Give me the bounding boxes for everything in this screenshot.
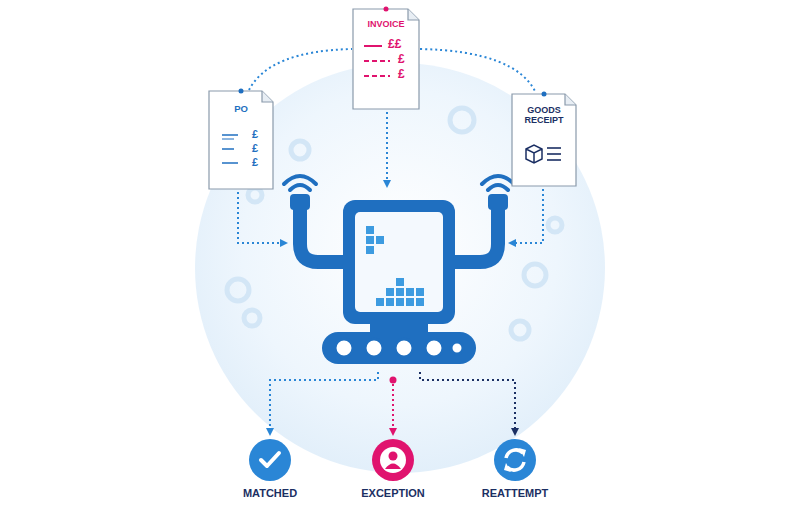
node-title: PO	[208, 104, 274, 114]
text-line	[547, 147, 561, 149]
document-outline	[209, 91, 273, 189]
invoice-document: INVOICE££££	[352, 8, 420, 110]
text-line	[222, 134, 238, 136]
conveyor-base	[370, 324, 428, 332]
amount-symbol: £	[248, 156, 262, 168]
person-body	[385, 464, 401, 470]
robot-screen	[355, 212, 443, 312]
text-line	[547, 159, 561, 161]
outcome-circle	[249, 439, 291, 481]
text-line	[364, 60, 390, 62]
text-line	[547, 153, 561, 155]
exception-dot	[390, 377, 397, 384]
exception-outcome: EXCEPTION	[343, 438, 443, 502]
sync-head	[519, 448, 526, 457]
wifi-signals	[284, 176, 514, 190]
reattempt-outcome: REATTEMPT	[465, 438, 565, 502]
robot-screen-frame	[343, 200, 455, 324]
sync-head	[504, 463, 511, 472]
output-arrows	[270, 372, 515, 434]
outcome-circle	[372, 439, 414, 481]
conveyor-wheels	[335, 339, 463, 357]
sync-arc	[507, 462, 524, 470]
person-head	[389, 452, 398, 461]
check-icon	[261, 453, 279, 466]
sync-arc	[506, 450, 523, 458]
goods-receipt-document: GOODS RECEIPT	[511, 93, 577, 187]
folded-corner	[408, 9, 419, 20]
text-line	[364, 45, 382, 47]
folded-corner	[565, 94, 576, 105]
matched-outcome: MATCHED	[220, 438, 320, 502]
dotted-connector	[249, 49, 352, 90]
text-line	[222, 139, 234, 140]
text-line	[222, 162, 238, 164]
document-outline	[512, 94, 576, 186]
node-title: GOODS RECEIPT	[515, 106, 573, 126]
node-title: INVOICE	[352, 20, 420, 30]
outcome-label: MATCHED	[210, 487, 330, 499]
pin-dot	[239, 89, 244, 94]
outcome-circle	[494, 439, 536, 481]
text-line	[222, 148, 234, 150]
tetris-blocks	[366, 226, 424, 306]
amount-symbol: ££	[388, 38, 412, 51]
amount-symbol: £	[398, 53, 412, 66]
person-ring	[380, 447, 406, 473]
pin-dot	[542, 92, 547, 97]
dotted-connector	[420, 49, 536, 93]
outcome-label: REATTEMPT	[455, 487, 575, 499]
po-document: PO £ £ £	[208, 90, 274, 190]
text-line	[364, 75, 390, 77]
document-outline	[353, 9, 419, 109]
pin-dot	[384, 7, 389, 12]
amount-symbol: £	[248, 128, 262, 140]
background-circle	[195, 63, 605, 473]
amount-symbol: £	[248, 142, 262, 154]
amount-symbol: £	[398, 68, 412, 81]
folded-corner	[262, 91, 273, 102]
box-icon	[526, 145, 542, 163]
outcome-label: EXCEPTION	[333, 487, 453, 499]
conveyor-belt	[322, 332, 476, 364]
